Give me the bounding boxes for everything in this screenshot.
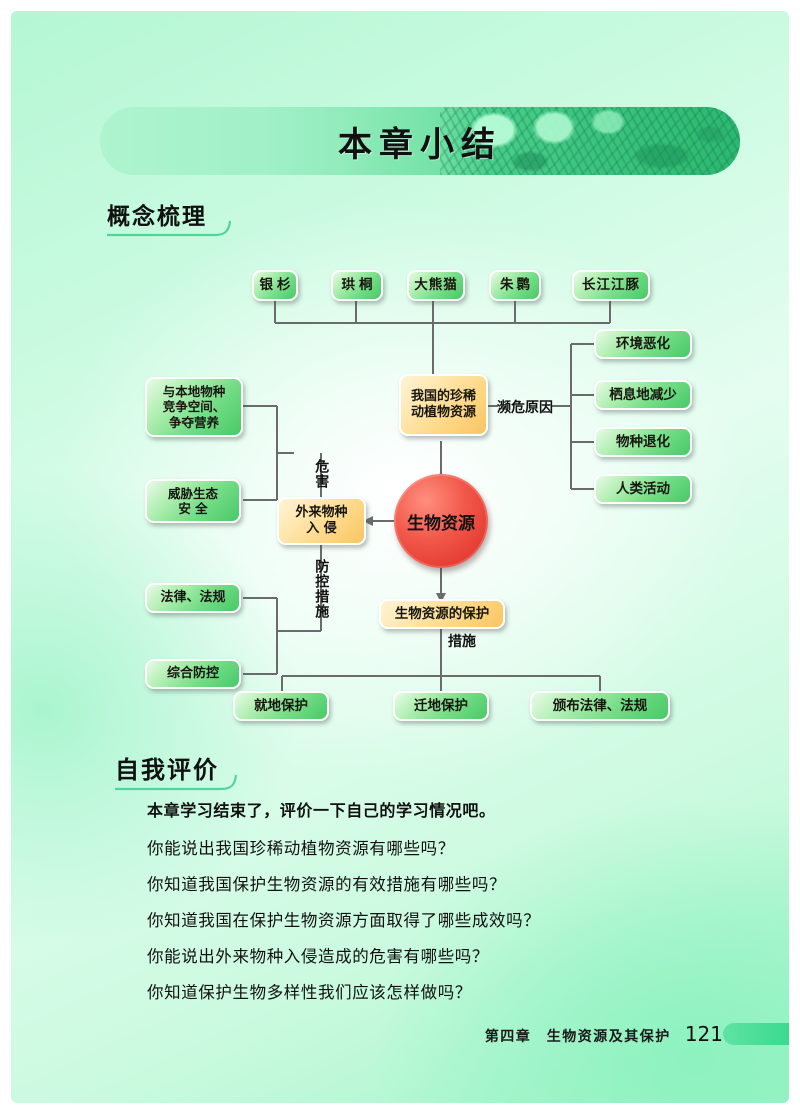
harm-line2: 竞争空间、 <box>162 399 226 415</box>
node-promulgate-laws[interactable]: 颁布法律、法规 <box>530 691 670 721</box>
banner-title: 本章小结 <box>338 124 502 165</box>
footer-chapter-title: 第四章 生物资源及其保护 <box>484 1029 671 1045</box>
page-footer: 第四章 生物资源及其保护 121 <box>485 1022 723 1046</box>
chapter-summary-banner: 本章小结 <box>100 107 740 175</box>
node-habitat-loss[interactable]: 栖息地减少 <box>594 380 692 410</box>
node-ex-situ-conservation[interactable]: 迁地保护 <box>393 691 489 721</box>
self-evaluation-question-4: 你能说出外来物种入侵造成的危害有哪些吗？ <box>147 947 489 966</box>
rare-resources-line2: 动植物资源 <box>410 405 476 420</box>
node-yangtze-finless-porpoise[interactable]: 长江江豚 <box>572 270 650 301</box>
arrow-down-to-protection <box>436 593 446 603</box>
node-giant-panda[interactable]: 大熊猫 <box>407 270 465 301</box>
self-evaluation-lead: 本章学习结束了，评价一下自己的学习情况吧。 <box>147 801 496 820</box>
self-evaluation-question-2: 你知道我国保护生物资源的有效措施有哪些吗？ <box>147 875 507 894</box>
node-in-situ-conservation[interactable]: 就地保护 <box>233 691 329 721</box>
page-sheet: 本章小结 概念梳理 <box>11 11 789 1103</box>
harm-line3: 争夺营养 <box>168 414 219 430</box>
node-silver-fir[interactable]: 银杉 <box>252 270 298 301</box>
rare-resources-line1: 我国的珍稀 <box>410 389 476 405</box>
node-species-degeneration[interactable]: 物种退化 <box>594 427 692 457</box>
node-comprehensive-prevention[interactable]: 综合防控 <box>145 659 241 689</box>
section-heading-concept-map: 概念梳理 <box>107 203 207 230</box>
node-crested-ibis[interactable]: 朱鹮 <box>489 270 541 301</box>
node-rare-animal-plant-resources[interactable]: 我国的珍稀 动植物资源 <box>399 374 488 436</box>
edge-label-measures: 措施 <box>448 634 476 650</box>
edge-label-prevention-measures: 防控措施 <box>313 559 330 619</box>
harm-line1: 与本地物种 <box>162 384 226 400</box>
edge-label-endangered-reasons: 濒危原因 <box>497 400 553 416</box>
self-evaluation-heading-underline <box>115 774 238 791</box>
node-invasive-alien-species[interactable]: 外来物种 入 侵 <box>277 497 366 545</box>
self-evaluation-question-3: 你知道我国在保护生物资源方面取得了哪些成效吗？ <box>147 911 541 930</box>
footer-edge-tab <box>723 1023 789 1045</box>
edge-label-harm: 危害 <box>313 459 330 489</box>
self-evaluation-question-5: 你知道保护生物多样性我们应该怎样做吗？ <box>147 983 472 1002</box>
invasion-line2: 入 侵 <box>306 521 337 536</box>
node-dove-tree[interactable]: 珙桐 <box>331 270 383 301</box>
diagram-connectors <box>243 301 611 691</box>
node-biological-resources[interactable]: 生物资源 <box>394 474 488 568</box>
harm2-line2: 安 全 <box>178 501 208 516</box>
node-environment-deterioration[interactable]: 环境恶化 <box>594 329 692 359</box>
arrow-left-to-invasion <box>363 516 373 526</box>
invasion-line1: 外来物种 <box>295 505 348 521</box>
node-protection-of-biological-resources[interactable]: 生物资源的保护 <box>379 599 505 629</box>
node-laws-and-regulations[interactable]: 法律、法规 <box>145 583 241 613</box>
self-evaluation-question-1: 你能说出我国珍稀动植物资源有哪些吗？ <box>147 839 455 858</box>
coral-reef-image <box>440 107 740 175</box>
concept-map-diagram: 银杉 珙桐 大熊猫 朱鹮 长江江豚 我国的珍稀 动植物资源 濒危原因 环境恶化 … <box>11 11 789 1103</box>
section-heading-self-evaluation: 自我评价 <box>115 755 219 784</box>
concept-map-heading-underline <box>107 220 232 237</box>
page-number: 121 <box>684 1022 723 1046</box>
self-evaluation-question-list: 本章学习结束了，评价一下自己的学习情况吧。 你能说出我国珍稀动植物资源有哪些吗？… <box>147 797 707 1015</box>
harm2-line1: 威胁生态 <box>167 485 218 501</box>
node-threaten-ecological-safety[interactable]: 威胁生态 安 全 <box>145 479 241 523</box>
node-compete-with-native-species[interactable]: 与本地物种 竞争空间、 争夺营养 <box>145 377 243 437</box>
node-human-activity[interactable]: 人类活动 <box>594 474 692 504</box>
